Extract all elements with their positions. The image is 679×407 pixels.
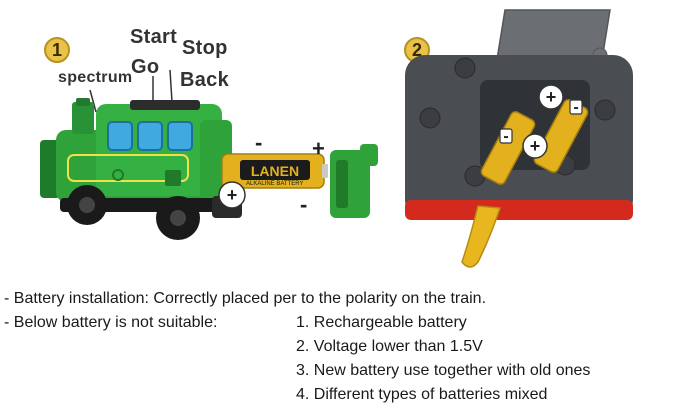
battery-cover-green [330, 144, 378, 218]
note-installation: - Battery installation: Correctly placed… [0, 287, 679, 311]
unsuitable-item-4: 4. Different types of batteries mixed [296, 386, 548, 403]
note-item-row-2: 2. Voltage lower than 1.5V [0, 335, 679, 359]
label-go: Go [131, 56, 160, 78]
unsuitable-item-3: 3. New battery use together with old one… [296, 362, 591, 379]
note-not-suitable: - Below battery is not suitable: 1. Rech… [0, 311, 679, 335]
train-body [40, 98, 232, 212]
case-plus-2: + [530, 136, 541, 156]
case-minus-marker-2 [569, 99, 583, 115]
battery-brand: LANEN [251, 163, 299, 179]
aa-battery-case-1 [480, 111, 536, 185]
step-1-badge: 1 [44, 37, 70, 63]
note-item-row-3: 3. New battery use together with old one… [0, 359, 679, 383]
polarity-plus-top: + [312, 136, 325, 161]
leader-spectrum [89, 89, 97, 113]
polarity-minus-top: - [255, 130, 262, 155]
leader-start-stop [169, 69, 173, 103]
note-item-row-4: 4. Different types of batteries mixed [0, 383, 679, 407]
polarity-minus-bottom: - [300, 192, 307, 217]
case-minus-marker-1 [499, 128, 513, 144]
case-plus-1: + [546, 87, 557, 107]
train-plus: + [227, 185, 238, 205]
train-wheels [67, 185, 242, 240]
case-minus-2: - [573, 99, 578, 116]
battery-subtext: ALKALINE BATTERY [246, 181, 304, 187]
battery-notes: - Battery installation: Correctly placed… [0, 287, 679, 407]
not-suitable-lead: - Below battery is not suitable: [4, 314, 218, 331]
installation-text: - Battery installation: Correctly placed… [4, 290, 487, 307]
label-start: Start [130, 26, 178, 48]
unsuitable-item-2: 2. Voltage lower than 1.5V [296, 338, 483, 355]
label-back: Back [180, 69, 230, 91]
case-minus-1: - [503, 128, 508, 145]
train-plus-marker [218, 181, 246, 209]
label-spectrum: spectrum [58, 69, 133, 86]
train-illustration: LANEN + - + - [40, 9, 633, 268]
label-stop: Stop [182, 37, 228, 59]
case-plus-marker-2 [522, 133, 548, 159]
unsuitable-item-1: 1. Rechargeable battery [296, 314, 467, 331]
case-plus-marker-1 [538, 84, 564, 110]
aa-battery-train: LANEN [221, 153, 328, 189]
